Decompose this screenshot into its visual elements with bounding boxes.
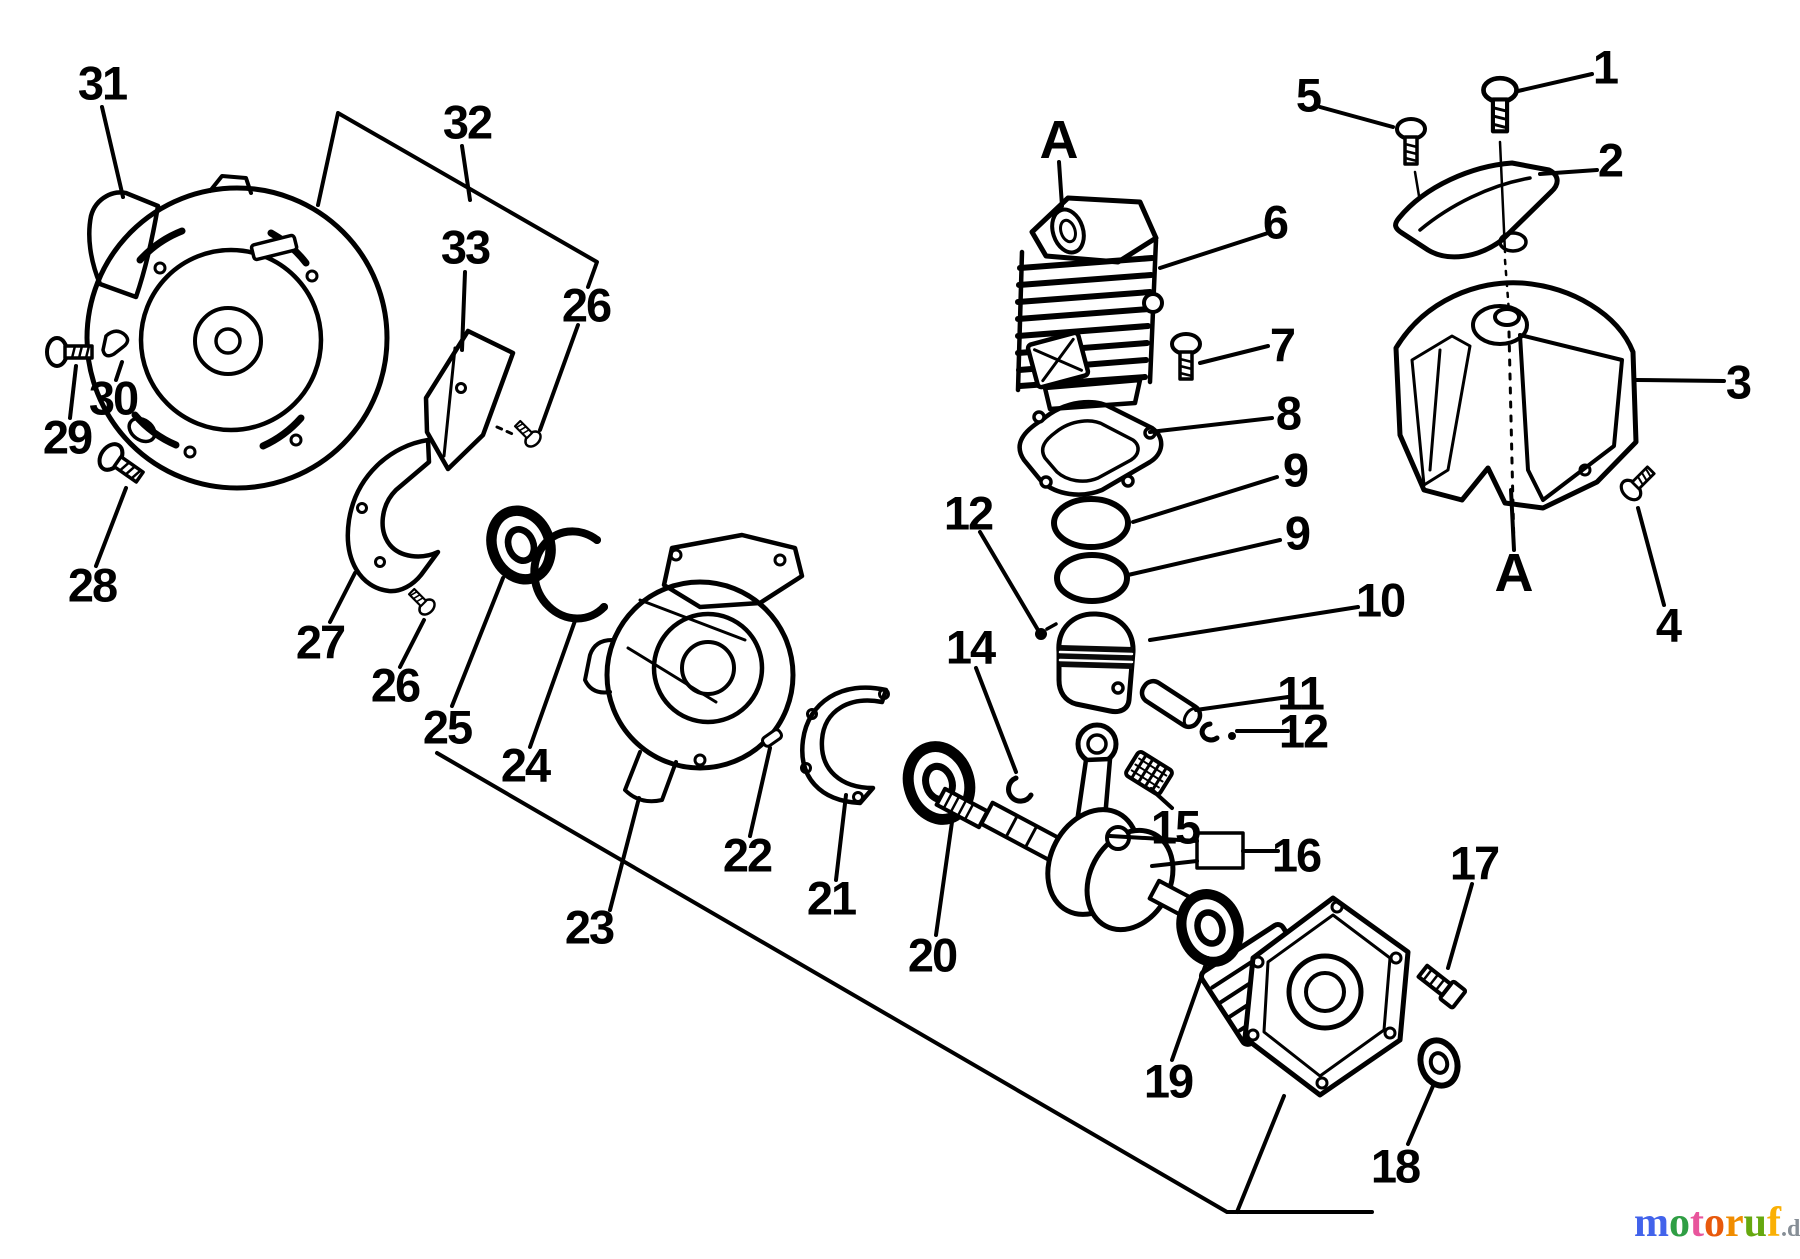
part-14-clip <box>1006 775 1034 804</box>
callout-10: 10 <box>1356 574 1405 627</box>
part-10-piston <box>1056 611 1136 715</box>
callout-9a: 9 <box>1283 444 1308 497</box>
part-8-base-gasket <box>1017 399 1164 497</box>
logo-letter: f <box>1767 1200 1782 1246</box>
logo-letter: r <box>1725 1200 1744 1246</box>
callout-6: 6 <box>1263 196 1288 249</box>
callout-32: 32 <box>443 96 492 149</box>
callout-30: 30 <box>89 372 138 425</box>
callout-5: 5 <box>1296 69 1321 122</box>
part-17-bolt <box>1414 960 1468 1011</box>
part-9-piston-ring-top <box>1051 496 1131 550</box>
callout-2: 2 <box>1598 134 1623 187</box>
callout-26a: 26 <box>562 279 611 332</box>
part-7-screw <box>1170 332 1202 381</box>
part-31-pad <box>87 190 161 300</box>
logo-letter: o <box>1704 1200 1725 1246</box>
part-24-snap-ring <box>530 527 608 623</box>
callout-28: 28 <box>68 559 117 612</box>
callout-29: 29 <box>43 411 92 464</box>
callout-22: 22 <box>723 829 772 882</box>
part-27-starter-shroud <box>345 437 441 594</box>
part-18-seal <box>1417 1037 1461 1089</box>
callout-24: 24 <box>501 739 551 792</box>
assembly-axis-lines <box>1498 140 1516 550</box>
section-label-a-bottom: A <box>1495 543 1533 603</box>
part-26-screw-upper <box>510 416 545 451</box>
part-2-bracket <box>1393 160 1560 260</box>
callout-12a: 12 <box>944 487 993 540</box>
callout-11: 11 <box>1277 667 1324 720</box>
callout-26b: 26 <box>371 659 420 712</box>
callout-1: 1 <box>1593 41 1618 94</box>
logo-letter: u <box>1743 1200 1768 1246</box>
leader-lines <box>68 72 1726 1214</box>
part-4-screw <box>1615 460 1661 506</box>
part-1-screw <box>1483 78 1516 131</box>
part-21-gasket <box>800 685 890 806</box>
logo-letter: t <box>1690 1200 1704 1246</box>
callout-21: 21 <box>807 872 856 925</box>
callout-19: 19 <box>1144 1055 1193 1108</box>
part-15-needle-bearing <box>1124 750 1174 796</box>
part-26-screw-lower <box>404 584 439 619</box>
callout-31: 31 <box>78 57 127 110</box>
callout-18: 18 <box>1371 1140 1420 1193</box>
callout-25: 25 <box>423 701 472 754</box>
parts-artwork <box>45 78 1661 1098</box>
part-11-wrist-pin <box>1139 678 1203 730</box>
part-12-clip-right <box>1199 721 1236 743</box>
callout-15: 15 <box>1151 801 1200 854</box>
callout-27: 27 <box>296 616 345 669</box>
part-30-clip <box>101 329 130 358</box>
callout-3: 3 <box>1726 356 1751 409</box>
part-23-crankcase-half <box>583 532 805 804</box>
section-label-a-top: A <box>1040 110 1078 170</box>
callout-4: 4 <box>1656 599 1682 652</box>
callout-labels: 1 2 3 4 5 6 7 8 9 9 10 11 12 12 14 15 16… <box>43 41 1753 1193</box>
callout-12b: 12 <box>1279 705 1328 758</box>
part-9-piston-ring-bottom <box>1054 552 1130 604</box>
callout-9b: 9 <box>1285 507 1310 560</box>
logo-letter: m <box>1634 1200 1669 1246</box>
callout-8: 8 <box>1276 387 1301 440</box>
callout-14: 14 <box>946 621 996 674</box>
motoruf-watermark-logo: motoruf.de <box>1634 1202 1800 1244</box>
part-33-plate <box>423 328 519 472</box>
callout-7: 7 <box>1270 319 1295 372</box>
callout-23: 23 <box>565 901 614 954</box>
part-32-fan-housing <box>84 174 390 491</box>
callout-33: 33 <box>441 221 490 274</box>
logo-suffix: .de <box>1781 1216 1800 1242</box>
callout-16: 16 <box>1272 829 1321 882</box>
logo-letter: o <box>1669 1200 1690 1246</box>
part-28-screw <box>92 437 150 491</box>
part-6-cylinder <box>1015 195 1164 412</box>
callout-17: 17 <box>1450 837 1499 890</box>
part-22-pin <box>761 728 783 748</box>
part-3-cover <box>1393 280 1639 511</box>
callout-20: 20 <box>908 929 957 982</box>
